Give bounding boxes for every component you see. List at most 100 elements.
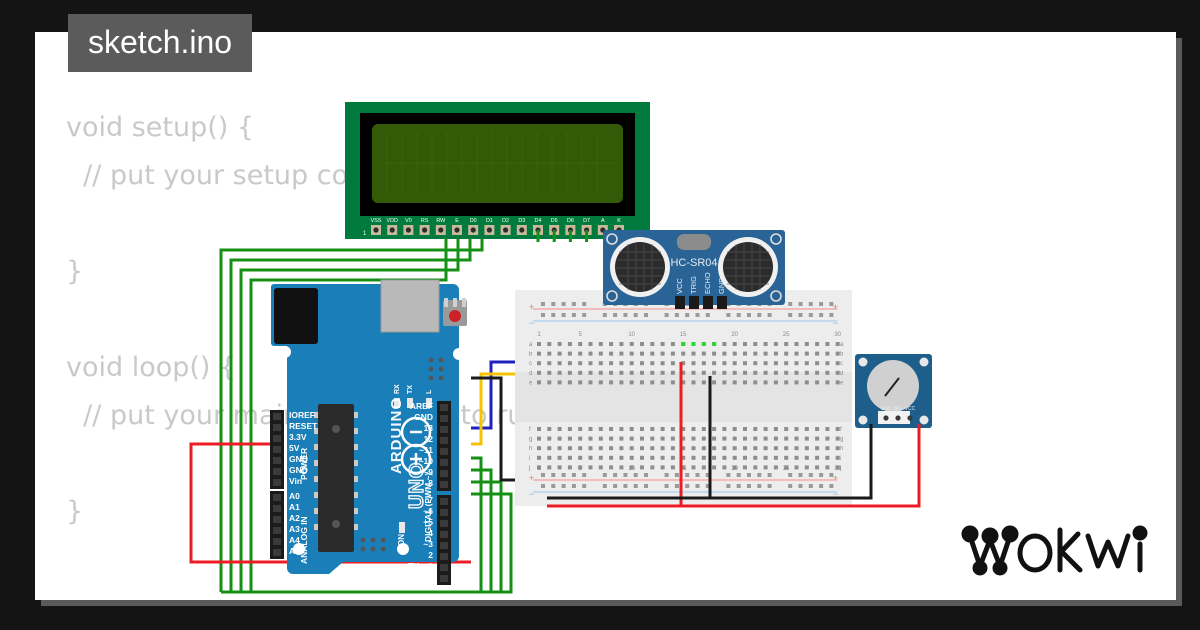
breadboard-hole[interactable] xyxy=(670,436,675,441)
arduino-header-pin[interactable] xyxy=(273,527,281,534)
arduino-header-pin[interactable] xyxy=(440,564,448,571)
breadboard-rail-hole[interactable] xyxy=(829,313,834,317)
breadboard-hole[interactable] xyxy=(578,342,583,346)
breadboard-hole[interactable] xyxy=(598,342,603,346)
breadboard-hole[interactable] xyxy=(537,455,541,460)
breadboard-rail-hole[interactable] xyxy=(705,313,710,317)
breadboard-hole[interactable] xyxy=(732,427,737,431)
breadboard-hole[interactable] xyxy=(784,436,789,441)
breadboard-hole[interactable] xyxy=(804,370,809,375)
breadboard-hole[interactable] xyxy=(815,361,820,366)
breadboard-hole[interactable] xyxy=(794,427,799,431)
breadboard-hole[interactable] xyxy=(753,342,758,346)
breadboard-hole[interactable] xyxy=(835,351,840,356)
breadboard-hole[interactable] xyxy=(804,361,809,366)
breadboard-hole[interactable] xyxy=(619,436,624,441)
breadboard-hole[interactable] xyxy=(670,361,675,366)
breadboard-hole[interactable] xyxy=(701,351,706,356)
breadboard-hole[interactable] xyxy=(557,380,562,385)
breadboard-rail-hole[interactable] xyxy=(788,473,793,477)
breadboard-rail-hole[interactable] xyxy=(829,484,834,488)
breadboard-hole[interactable] xyxy=(815,370,820,375)
breadboard-hole[interactable] xyxy=(557,342,562,346)
breadboard-hole[interactable] xyxy=(784,427,789,431)
breadboard-hole[interactable] xyxy=(650,455,655,460)
breadboard-hole[interactable] xyxy=(773,361,778,366)
icsp-header-bottom[interactable] xyxy=(360,537,386,552)
breadboard-rail-hole[interactable] xyxy=(674,473,679,477)
breadboard-hole[interactable] xyxy=(815,436,820,441)
breadboard-hole[interactable] xyxy=(784,342,789,346)
breadboard-hole[interactable] xyxy=(619,342,624,346)
breadboard-hole[interactable] xyxy=(640,465,644,470)
arduino-header-pin[interactable] xyxy=(440,415,448,422)
breadboard-hole[interactable] xyxy=(773,465,778,470)
breadboard-hole[interactable] xyxy=(712,427,717,431)
breadboard-hole[interactable] xyxy=(701,427,706,431)
breadboard-hole[interactable] xyxy=(629,370,634,375)
breadboard-hole[interactable] xyxy=(794,370,799,375)
breadboard-hole[interactable] xyxy=(835,446,840,451)
breadboard-rail-hole[interactable] xyxy=(633,473,638,477)
breadboard-hole[interactable] xyxy=(598,465,603,470)
breadboard-hole[interactable] xyxy=(722,342,727,346)
breadboard-rail-hole[interactable] xyxy=(747,473,751,477)
breadboard-hole[interactable] xyxy=(650,427,655,431)
breadboard-rail-hole[interactable] xyxy=(541,302,545,306)
breadboard-rail-hole[interactable] xyxy=(829,473,834,477)
breadboard-hole[interactable] xyxy=(712,465,717,470)
breadboard-hole[interactable] xyxy=(743,465,747,470)
breadboard-hole[interactable] xyxy=(609,446,614,451)
breadboard-hole[interactable] xyxy=(712,361,717,366)
breadboard-hole[interactable] xyxy=(547,361,552,366)
breadboard-hole[interactable] xyxy=(743,361,747,366)
breadboard-hole[interactable] xyxy=(670,446,675,451)
breadboard-rail-hole[interactable] xyxy=(602,484,607,488)
arduino-header-pin[interactable] xyxy=(273,494,281,501)
breadboard-hole[interactable] xyxy=(660,370,665,375)
pot-pin-sig[interactable] xyxy=(895,415,901,421)
breadboard-hole[interactable] xyxy=(804,342,809,346)
breadboard-hole[interactable] xyxy=(773,370,778,375)
breadboard-hole[interactable] xyxy=(835,342,840,346)
breadboard-hole[interactable] xyxy=(815,342,820,346)
breadboard-hole[interactable] xyxy=(701,465,706,470)
breadboard-hole[interactable] xyxy=(835,361,840,366)
breadboard-rail-hole[interactable] xyxy=(571,473,576,477)
arduino-header-pin[interactable] xyxy=(273,424,281,431)
breadboard-hole[interactable] xyxy=(804,380,809,385)
breadboard-hole[interactable] xyxy=(640,351,644,356)
breadboard-hole-connected[interactable] xyxy=(701,342,706,346)
breadboard-hole[interactable] xyxy=(794,380,799,385)
breadboard-hole[interactable] xyxy=(598,427,603,431)
breadboard-hole[interactable] xyxy=(784,446,789,451)
breadboard-hole[interactable] xyxy=(743,436,747,441)
breadboard-hole[interactable] xyxy=(567,455,572,460)
breadboard-hole[interactable] xyxy=(722,351,727,356)
breadboard-hole[interactable] xyxy=(670,465,675,470)
file-tab-sketch-ino[interactable]: sketch.ino xyxy=(68,14,253,72)
breadboard-hole[interactable] xyxy=(619,380,624,385)
breadboard-hole[interactable] xyxy=(825,465,830,470)
breadboard-hole-connected[interactable] xyxy=(691,342,696,346)
breadboard-rail-hole[interactable] xyxy=(623,473,628,477)
breadboard-hole[interactable] xyxy=(794,465,799,470)
breadboard-hole[interactable] xyxy=(588,370,593,375)
breadboard-rail-hole[interactable] xyxy=(757,484,762,488)
breadboard-hole[interactable] xyxy=(557,370,562,375)
breadboard-hole[interactable] xyxy=(557,427,562,431)
breadboard-hole[interactable] xyxy=(691,351,696,356)
breadboard-hole[interactable] xyxy=(578,351,583,356)
lcd-hole-vss[interactable] xyxy=(373,227,379,233)
breadboard-hole[interactable] xyxy=(660,427,665,431)
breadboard-hole[interactable] xyxy=(670,351,675,356)
breadboard-rail-hole[interactable] xyxy=(736,473,741,477)
breadboard-hole[interactable] xyxy=(701,361,706,366)
lcd-hole-d1[interactable] xyxy=(486,227,492,233)
breadboard-hole[interactable] xyxy=(640,427,644,431)
